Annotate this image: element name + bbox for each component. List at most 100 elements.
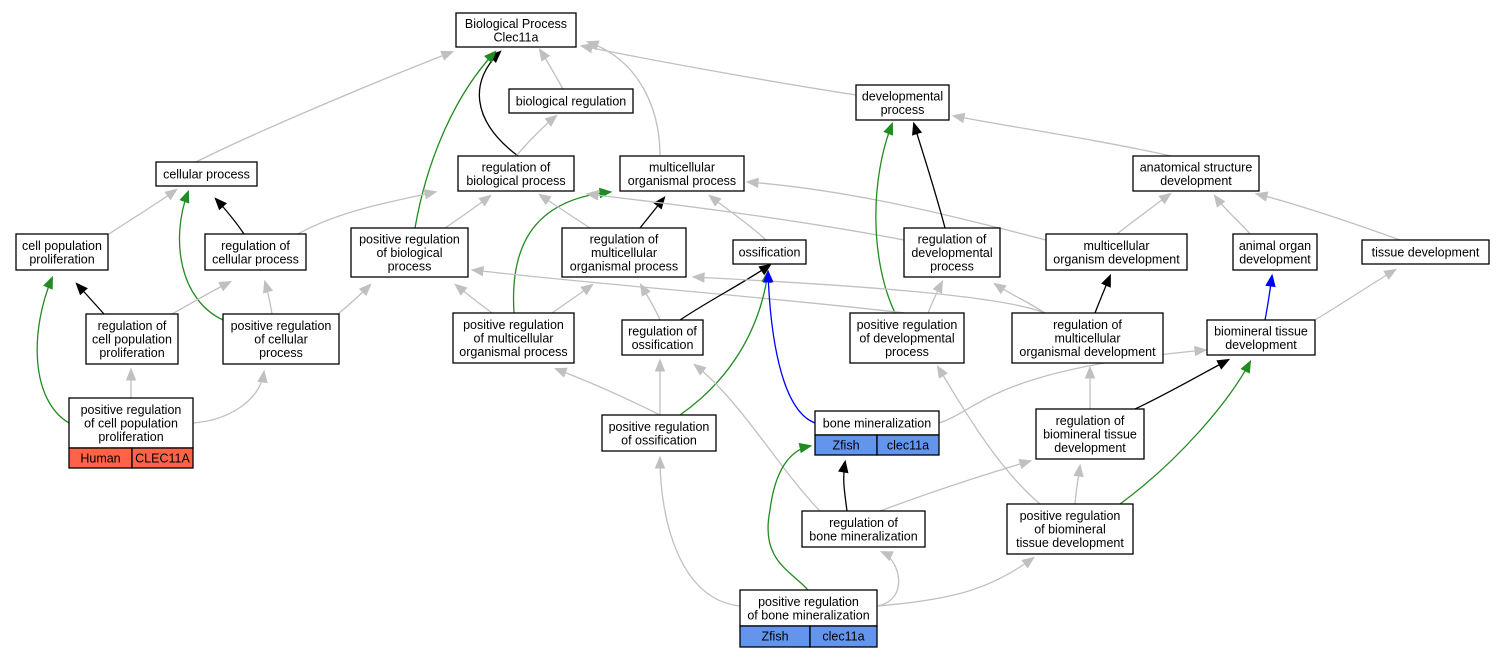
go-term-box bbox=[350, 227, 469, 278]
arrowhead bbox=[879, 551, 894, 562]
go-term-label: positive regulation bbox=[231, 319, 332, 333]
edge-grey bbox=[876, 551, 900, 607]
arrowhead bbox=[263, 279, 274, 294]
go-term-label: process bbox=[881, 103, 925, 117]
edge-black bbox=[913, 123, 946, 229]
arrowhead bbox=[936, 364, 948, 379]
arrowhead bbox=[125, 367, 137, 381]
go-term-label: regulation of bbox=[829, 516, 898, 530]
go-term-box bbox=[508, 88, 634, 114]
gene-label: CLEC11A bbox=[135, 452, 190, 466]
edge-green bbox=[679, 271, 769, 416]
go-term-label: of multicellular bbox=[474, 332, 554, 346]
edge-grey bbox=[581, 45, 857, 96]
go-term-label: multicellular bbox=[1084, 239, 1150, 253]
edge-grey bbox=[555, 368, 661, 416]
go-term-box bbox=[1006, 503, 1134, 555]
arrowhead bbox=[179, 189, 190, 204]
edge-grey bbox=[694, 364, 821, 512]
go-term-label: cell population bbox=[22, 239, 102, 253]
go-term-label: regulation of bbox=[1053, 318, 1122, 332]
arrowhead bbox=[580, 283, 594, 296]
edge-grey bbox=[297, 191, 436, 235]
go-term-bioreg[interactable]: biological regulation bbox=[508, 88, 634, 114]
go-term-box bbox=[452, 312, 575, 364]
go-term-label: Clec11a bbox=[494, 30, 539, 44]
go-term-label: of developmental bbox=[859, 332, 954, 346]
go-term-label: developmental bbox=[862, 89, 943, 103]
gene-cell bbox=[131, 447, 194, 469]
edge-green bbox=[414, 51, 496, 229]
go-term-label: of ossification bbox=[621, 433, 697, 447]
edge-grey bbox=[1314, 269, 1396, 321]
go-term-label: biological regulation bbox=[516, 95, 627, 109]
arrowhead bbox=[654, 358, 666, 372]
go-term-label: developmental bbox=[911, 246, 992, 260]
go-term-box bbox=[1232, 233, 1318, 271]
go-term-bonemin[interactable]: bone mineralization bbox=[814, 410, 940, 436]
go-term-box bbox=[814, 410, 940, 436]
go-term-box bbox=[621, 319, 704, 356]
go-term-label: positive regulation bbox=[857, 318, 958, 332]
edge-grey bbox=[1256, 193, 1401, 241]
annotation-row: Human CLEC11A bbox=[68, 447, 194, 469]
go-term-label: of biological bbox=[376, 246, 442, 260]
go-term-box bbox=[855, 84, 950, 121]
go-term-box bbox=[619, 155, 745, 192]
go-term-label: organismal process bbox=[628, 174, 736, 188]
arrowhead bbox=[693, 363, 707, 376]
go-term-label: anatomical structure bbox=[1140, 160, 1253, 174]
go-term-tissuedev[interactable]: tissue development bbox=[1361, 239, 1490, 265]
edge-grey bbox=[587, 193, 905, 241]
go-term-box bbox=[1361, 239, 1490, 265]
arrowhead bbox=[691, 272, 705, 283]
edge-green bbox=[875, 123, 896, 314]
arrowhead bbox=[478, 194, 492, 207]
go-term-label: development bbox=[1160, 174, 1232, 188]
go-term-label: development bbox=[1054, 441, 1126, 455]
go-term-ossif[interactable]: ossification bbox=[732, 239, 807, 265]
go-term-box bbox=[155, 161, 258, 187]
arrowhead bbox=[218, 281, 233, 292]
go-term-box bbox=[204, 233, 307, 271]
go-term-label: biological process bbox=[466, 174, 565, 188]
arrowhead bbox=[745, 177, 759, 189]
arrowhead bbox=[1254, 191, 1269, 202]
go-term-label: cellular process bbox=[163, 168, 250, 182]
go-term-label: proliferation bbox=[99, 346, 164, 360]
go-term-label: of cell population bbox=[84, 417, 178, 431]
arrowhead bbox=[758, 263, 772, 276]
go-term-label: regulation of bbox=[590, 233, 659, 247]
arrowhead bbox=[1073, 463, 1084, 478]
species-label: Human bbox=[80, 452, 120, 466]
go-term-cellproc[interactable]: cellular process bbox=[155, 161, 258, 187]
go-term-label: organism development bbox=[1053, 252, 1180, 266]
